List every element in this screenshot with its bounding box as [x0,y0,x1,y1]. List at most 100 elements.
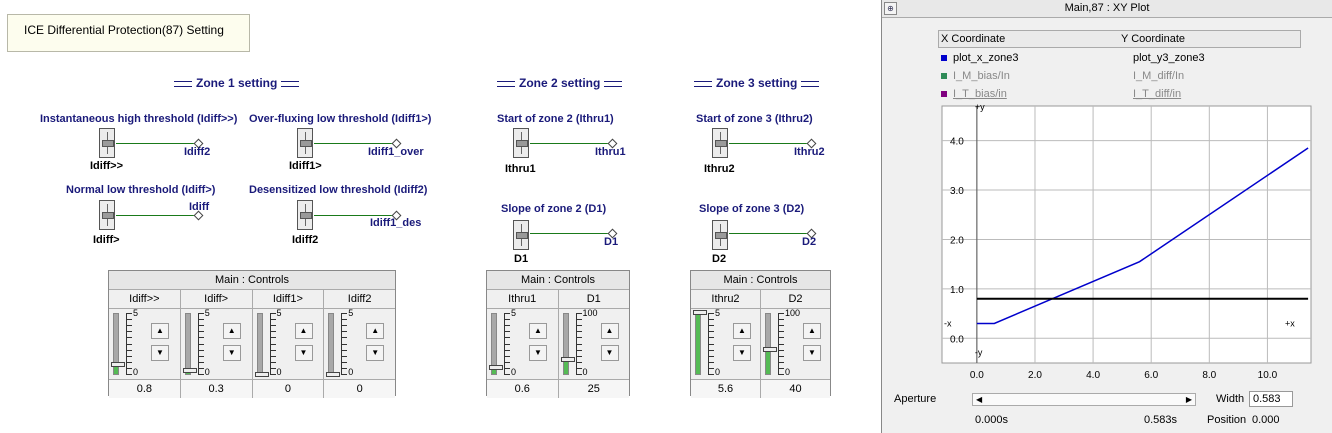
scale-tick [576,349,582,351]
scale-tick [342,361,348,363]
meter-track [185,314,190,371]
step-down-icon[interactable]: ▼ [600,345,619,361]
position-value: 0.000 [1252,414,1280,426]
slider-handle[interactable] [763,347,777,353]
step-down-icon[interactable]: ▼ [151,345,169,361]
idiff-high-slider-block[interactable] [99,128,115,158]
scale-tick [779,367,784,369]
scale-tick [127,325,132,327]
scale-tick [342,374,348,375]
scale-tick [779,349,784,351]
level-meter[interactable] [695,313,701,375]
level-meter[interactable] [328,313,335,375]
step-up-icon[interactable]: ▲ [294,323,313,339]
level-meter[interactable] [562,313,569,375]
step-up-icon[interactable]: ▲ [366,323,385,339]
slider-handle[interactable] [326,372,341,377]
scale-tick [342,331,348,333]
scale-tick [342,337,348,339]
scale-tick [505,349,510,351]
scale-min: 0 [785,367,791,377]
step-up-icon[interactable]: ▲ [600,323,619,339]
scale-tick [127,319,132,321]
scale-tick [198,319,204,321]
y-tick-label: 2.0 [950,235,964,246]
scroll-right-arrow-icon[interactable]: ▶ [1185,395,1192,404]
step-down-icon[interactable]: ▼ [803,345,821,361]
step-down-icon[interactable]: ▼ [529,345,547,361]
aperture-scrollbar[interactable]: ◀ ▶ [972,393,1196,406]
control-value: 5.6 [691,380,761,398]
scale-tick [709,343,714,345]
step-up-icon[interactable]: ▲ [529,323,547,339]
slider-scale [197,313,205,375]
legend-x: plot_x_zone3 [953,52,1019,64]
time-start: 0.000s [975,414,1009,426]
idiff-normal-slider-block[interactable] [99,200,115,230]
step-down-icon[interactable]: ▼ [222,345,241,361]
scale-tick [576,343,582,345]
scale-max: 5 [715,308,721,318]
level-meter[interactable] [491,313,497,375]
idiff1-over-slider-block[interactable] [297,128,313,158]
level-meter[interactable] [256,313,263,375]
output-label: D1 [604,236,619,248]
slider-handle[interactable] [693,310,707,315]
x-coordinate-header: X Coordinate [941,33,1006,45]
level-meter[interactable] [765,313,771,375]
scale-tick [709,367,714,369]
step-up-icon[interactable]: ▲ [733,323,751,339]
meter-fill [114,364,118,374]
scale-tick [270,343,276,345]
ithru2-slider-block[interactable] [712,128,728,158]
axis-label-minus-y: -y [975,348,983,358]
axis-label-plus-y: +y [975,102,985,112]
slider-handle[interactable] [254,372,269,377]
scale-tick [505,361,510,363]
y-tick-label: 0.0 [950,334,964,345]
level-meter[interactable] [184,313,191,375]
scale-tick [270,361,276,363]
scale-tick [198,331,204,333]
step-down-icon[interactable]: ▼ [294,345,313,361]
scale-tick [779,343,784,345]
scale-tick [505,337,510,339]
meter-track [329,314,334,374]
scale-tick [779,325,784,327]
step-up-icon[interactable]: ▲ [222,323,241,339]
block-title-idiff1-over: Over-fluxing low threshold (Idiff1>) [249,113,432,125]
idiff2-des-slider-block[interactable] [297,200,313,230]
plot-area[interactable] [941,105,1312,364]
step-up-icon[interactable]: ▲ [803,323,821,339]
signal-label: Idiff1> [289,160,322,172]
legend-row[interactable]: plot_x_zone3 [941,52,1018,64]
ithru1-slider-block[interactable] [513,128,529,158]
plot-menu-icon[interactable]: ⊕ [884,2,897,15]
d1-slider-block[interactable] [513,220,529,250]
slider-handle[interactable] [182,368,197,374]
legend-row[interactable]: I_M_bias/In [941,70,1010,82]
step-down-icon[interactable]: ▼ [366,345,385,361]
axis-label-minus-x: -x [944,318,952,328]
slider-handle[interactable] [489,364,503,370]
scroll-left-arrow-icon[interactable]: ◀ [976,395,983,404]
step-down-icon[interactable]: ▼ [733,345,751,361]
level-meter[interactable] [113,313,119,375]
x-tick-label: 0.0 [970,370,984,381]
control-value: 0 [324,380,395,398]
slider-handle[interactable] [111,362,125,368]
d2-slider-block[interactable] [712,220,728,250]
control-value: 0.8 [109,380,181,398]
slider-handle[interactable] [560,356,575,362]
step-up-icon[interactable]: ▲ [151,323,169,339]
output-label: Idiff [189,201,210,213]
scale-tick [709,349,714,351]
scale-tick [576,355,582,357]
legend-row[interactable]: I_T_bias/in [941,88,1007,100]
width-input[interactable]: 0.583 [1249,391,1293,407]
scale-tick [270,319,276,321]
scale-tick [198,343,204,345]
